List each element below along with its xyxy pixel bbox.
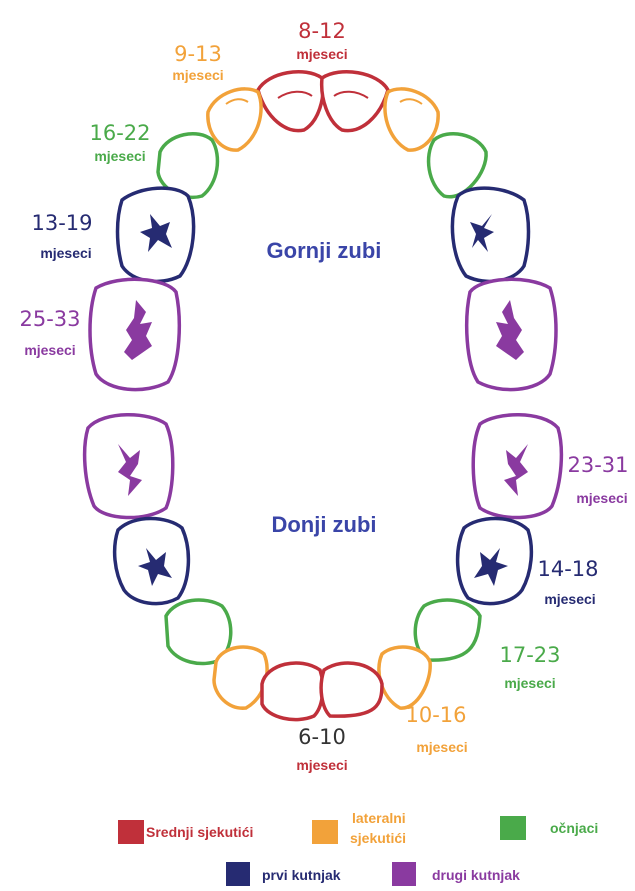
legend-swatch-canine bbox=[500, 816, 526, 840]
upper-central-incisor-right bbox=[322, 72, 388, 131]
legend-swatch-lateral bbox=[312, 820, 338, 844]
lower-lateral-label: 10-16 mjeseci bbox=[405, 703, 467, 755]
lower-central-incisor-left bbox=[262, 663, 323, 720]
legend: Srednji sjekutići lateralni sjekutići oč… bbox=[118, 810, 598, 886]
upper-canine-range: 16-22 bbox=[89, 121, 150, 145]
lower-lateral-range: 10-16 bbox=[405, 703, 466, 727]
upper-second-molar-label: 25-33 mjeseci bbox=[19, 307, 80, 358]
upper-first-molar-right bbox=[452, 188, 528, 281]
lower-second-molar-label: 23-31 mjeseci bbox=[567, 453, 628, 506]
upper-central-range: 8-12 bbox=[298, 19, 346, 43]
upper-jaw-label: Gornji zubi bbox=[267, 238, 382, 263]
legend-label-lateral-line1: lateralni bbox=[352, 810, 406, 826]
lower-central-incisor-right bbox=[321, 663, 382, 716]
legend-label-lateral-line2: sjekutići bbox=[350, 830, 406, 846]
upper-lateral-incisor-right bbox=[385, 89, 438, 150]
lower-second-molar-range: 23-31 bbox=[567, 453, 628, 477]
lower-central-unit: mjeseci bbox=[296, 757, 347, 773]
upper-central-incisor-left bbox=[258, 72, 323, 131]
upper-lateral-incisor-left bbox=[208, 89, 261, 150]
upper-central-label: 8-12 mjeseci bbox=[296, 19, 347, 62]
lower-canine-unit: mjeseci bbox=[504, 675, 555, 691]
lower-central-label: 6-10 mjeseci bbox=[296, 725, 347, 773]
upper-lateral-range: 9-13 bbox=[174, 42, 222, 66]
legend-swatch-first-molar bbox=[226, 862, 250, 886]
legend-label-canine: očnjaci bbox=[550, 820, 598, 836]
lower-canine-range: 17-23 bbox=[499, 643, 560, 667]
lower-first-molar-label: 14-18 mjeseci bbox=[537, 557, 598, 607]
lower-lateral-unit: mjeseci bbox=[416, 739, 467, 755]
upper-second-molar-unit: mjeseci bbox=[24, 342, 75, 358]
upper-canine-label: 16-22 mjeseci bbox=[89, 121, 150, 164]
lower-first-molar-unit: mjeseci bbox=[544, 591, 595, 607]
legend-label-central: Srednji sjekutići bbox=[146, 824, 253, 840]
lower-second-molar-unit: mjeseci bbox=[576, 490, 627, 506]
lower-jaw-label: Donji zubi bbox=[271, 512, 376, 537]
lower-first-molar-range: 14-18 bbox=[537, 557, 598, 581]
legend-swatch-central bbox=[118, 820, 144, 844]
lower-lateral-incisor-left bbox=[214, 647, 267, 708]
upper-central-unit: mjeseci bbox=[296, 46, 347, 62]
upper-first-molar-label: 13-19 mjeseci bbox=[31, 211, 92, 261]
upper-lateral-unit: mjeseci bbox=[172, 67, 223, 83]
lower-lateral-incisor-right bbox=[379, 647, 430, 708]
upper-canine-unit: mjeseci bbox=[94, 148, 145, 164]
lower-canine-label: 17-23 mjeseci bbox=[499, 643, 560, 691]
upper-lateral-label: 9-13 mjeseci bbox=[172, 42, 223, 83]
upper-first-molar-unit: mjeseci bbox=[40, 245, 91, 261]
legend-label-first-molar: prvi kutnjak bbox=[262, 867, 341, 883]
legend-label-second-molar: drugi kutnjak bbox=[432, 867, 520, 883]
upper-second-molar-range: 25-33 bbox=[19, 307, 80, 331]
lower-canine-right bbox=[415, 600, 480, 660]
lower-central-range: 6-10 bbox=[298, 725, 346, 749]
upper-first-molar-range: 13-19 bbox=[31, 211, 92, 235]
legend-swatch-second-molar bbox=[392, 862, 416, 886]
